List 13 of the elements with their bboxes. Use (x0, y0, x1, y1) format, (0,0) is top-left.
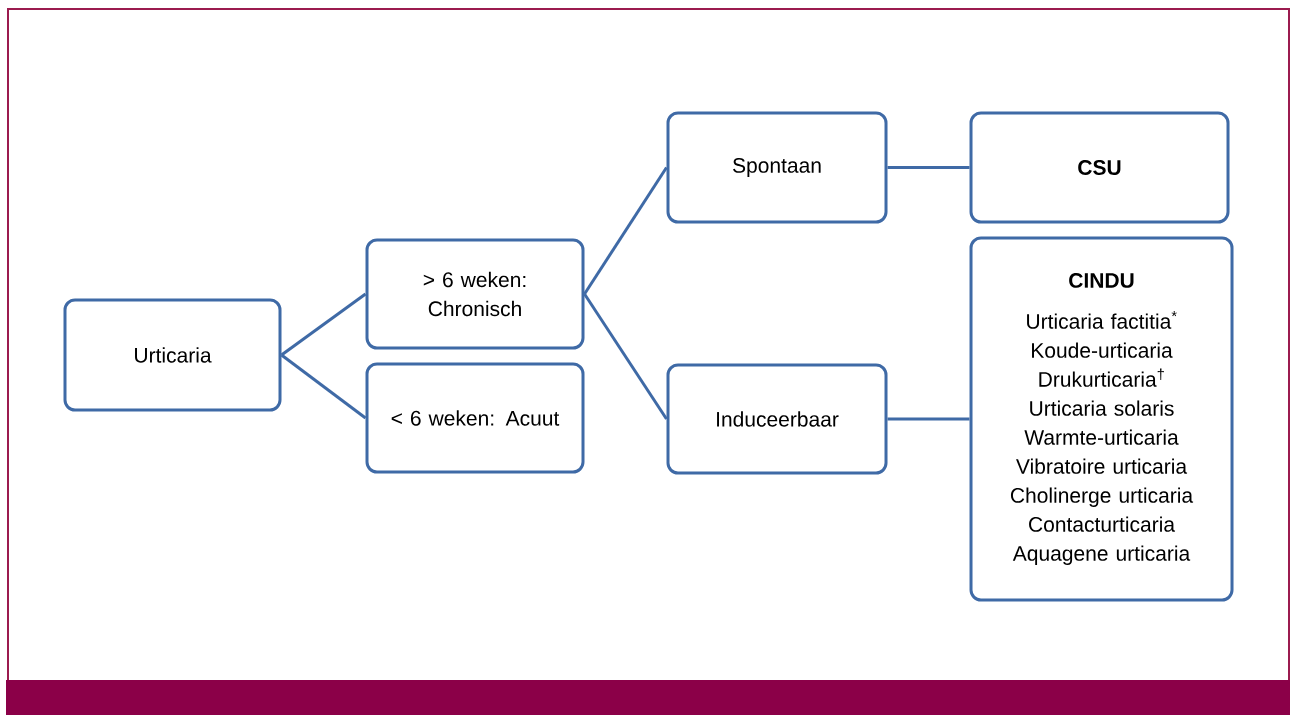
category-box: Induceerbaar (666, 363, 888, 475)
category-box: CINDU Urticaria factitia$^{*}$ Koude-urticaria Drukurticaria$^{†}$ Urticaria solaris Warmte-urticaria Vibratoire urticaria Cholinerge urticaria Contacturticaria Aquagene urticaria (969, 236, 1234, 602)
connector-line (280, 292, 367, 357)
connector-line (887, 166, 970, 169)
connector-line (280, 353, 367, 420)
category-box: Spontaan (666, 111, 888, 224)
connector-line (887, 417, 970, 421)
category-box: < 6 weken: Acuut (365, 362, 585, 474)
category-box: > 6 weken: Chronisch (365, 238, 585, 350)
connector-line (583, 166, 668, 295)
category-box: CSU (969, 111, 1230, 224)
category-box: Urticaria (63, 298, 282, 412)
connector-line (583, 293, 668, 420)
